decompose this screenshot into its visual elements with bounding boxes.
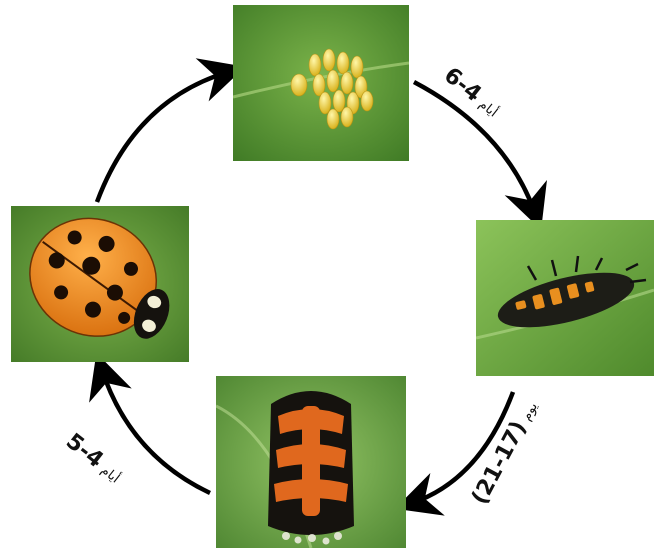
eggs-photo <box>233 5 409 161</box>
pupa-photo <box>216 376 406 548</box>
arrow-adult-to-eggs <box>97 72 228 202</box>
larva-photo <box>476 220 654 376</box>
adult-ladybug-photo <box>11 206 189 362</box>
